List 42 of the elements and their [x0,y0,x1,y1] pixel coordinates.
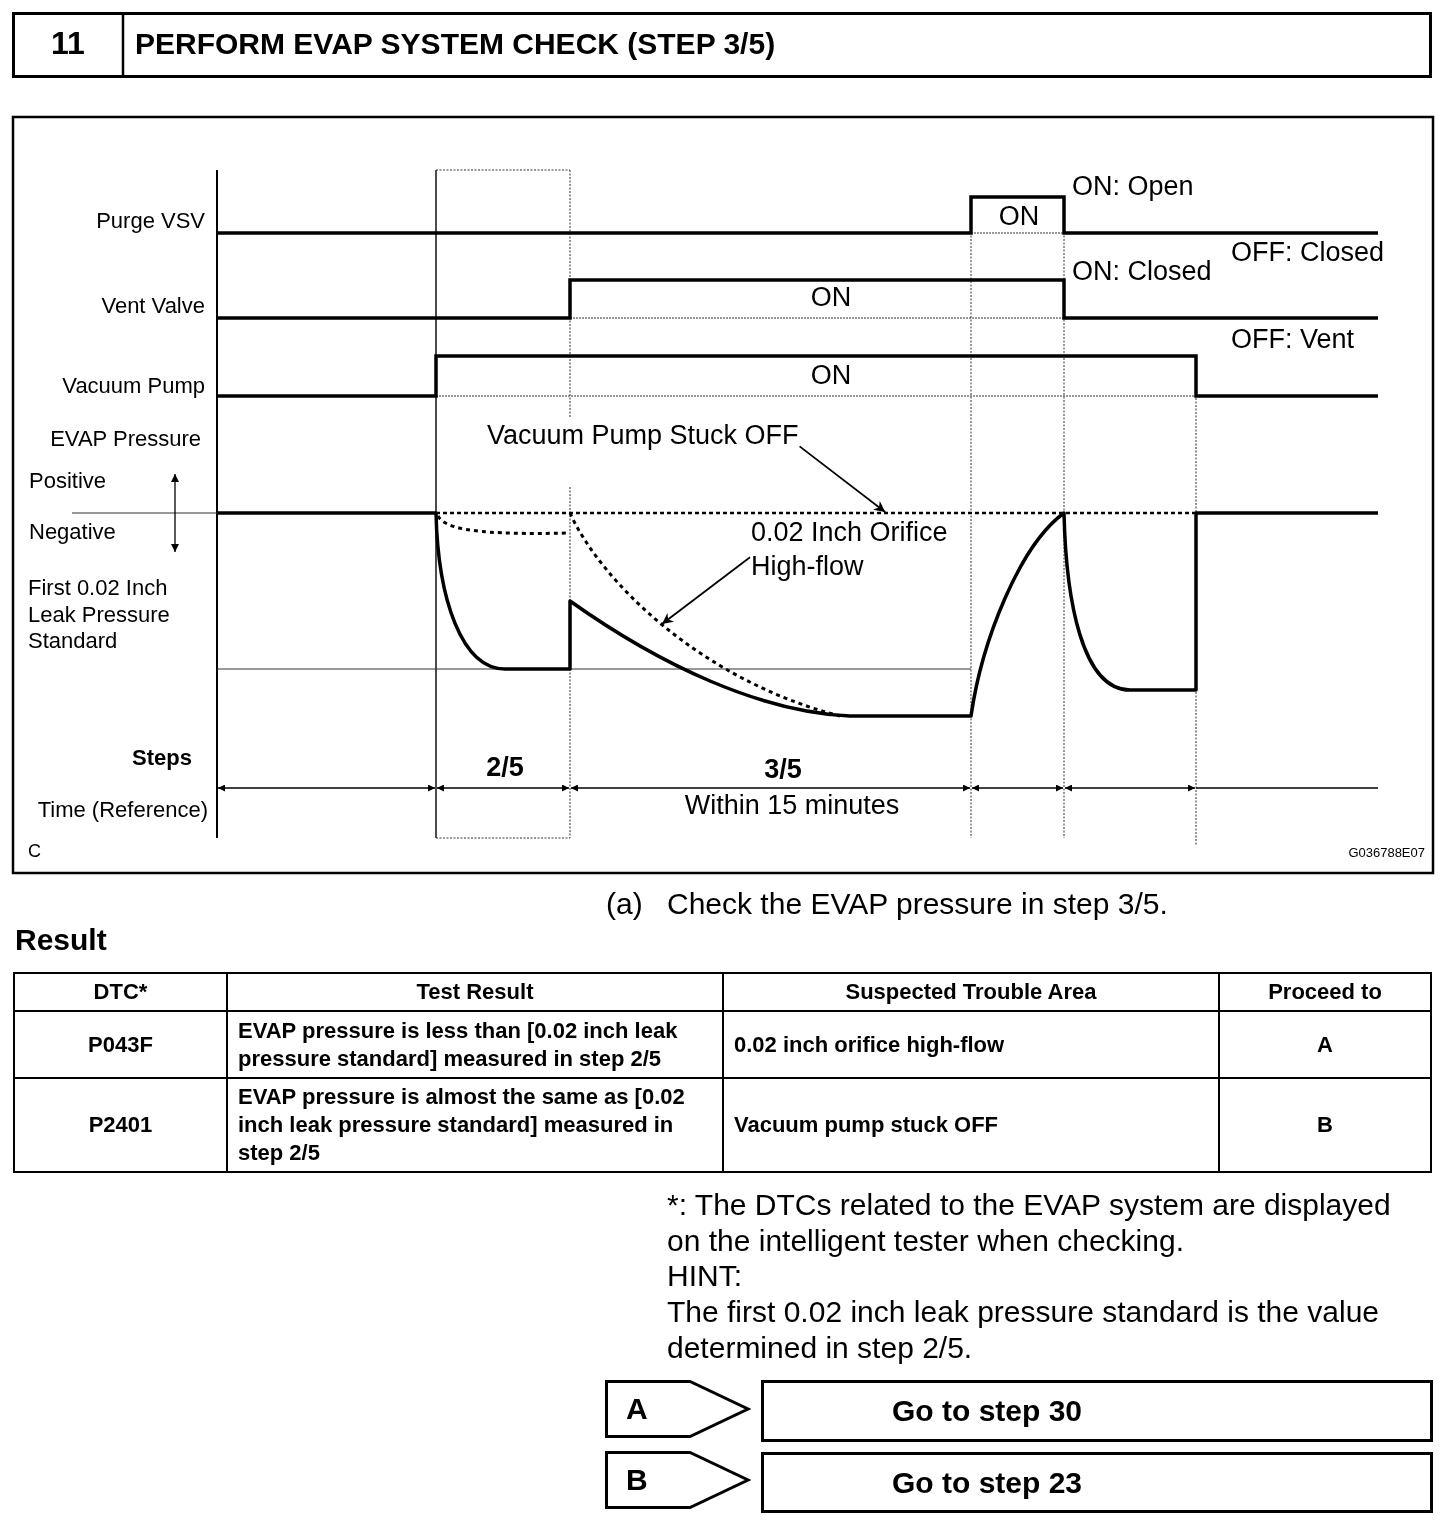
instruction-text: Check the EVAP pressure in step 3/5. [667,887,1168,921]
state-label: ON: Closed [1072,256,1212,286]
leader-arrow [661,556,751,625]
answer-tag: A [605,1380,751,1438]
table-cell: B [1218,1077,1432,1173]
state-label: OFF: Closed [1231,237,1385,267]
figure-code: G036788E07 [1348,844,1425,860]
axis-label: First 0.02 Inch Leak Pressure Standard [28,575,171,655]
step-number: 11 [51,25,85,61]
answer-tag: B [605,1451,751,1509]
callout-text: Vacuum Pump Stuck OFF [487,420,799,450]
note-text: *: The DTCs related to the EVAP system are displayed on the intelligent tester when checking. [667,1187,1392,1259]
duration-label: Within 15 minutes [684,790,900,820]
state-label: OFF: Vent [1231,324,1355,354]
signal-label: EVAP Pressure [50,425,201,451]
row-label: Steps [132,744,192,770]
hint-heading: HINT: [667,1258,742,1294]
signal-label: Vent Valve [101,292,205,318]
leader-arrow [798,445,887,513]
step-label: 2/5 [486,752,524,782]
instruction-box: Go to step 23 [761,1452,1433,1513]
signal-label: Purge VSV [96,207,205,233]
state-label: ON [810,360,852,390]
item-marker: (a) [606,887,643,921]
figure-mark: C [28,841,41,861]
signal-label: Vacuum Pump [62,372,205,398]
column-header: DTC* [13,972,228,1012]
dotted-pressure-line [436,511,1196,515]
hint-text: The first 0.02 inch leak pressure standard is the value determined in step 2/5. [667,1294,1381,1366]
callout-text: 0.02 Inch Orifice High-flow [751,515,963,583]
section-heading: Result [15,923,107,957]
axis-label: Negative [29,518,116,544]
instruction-box: Go to step 30 [761,1380,1433,1442]
table-cell: P2401 [13,1077,228,1173]
state-label: ON [810,282,852,312]
step-label: 3/5 [764,754,802,784]
axis-label: Positive [29,467,107,493]
title: PERFORM EVAP SYSTEM CHECK (STEP 3/5) [135,27,776,61]
state-label: ON: Open [1072,171,1194,201]
state-label: ON [998,201,1040,231]
column-header: Proceed to [1218,972,1432,1012]
row-label: Time (Reference) [37,796,208,822]
